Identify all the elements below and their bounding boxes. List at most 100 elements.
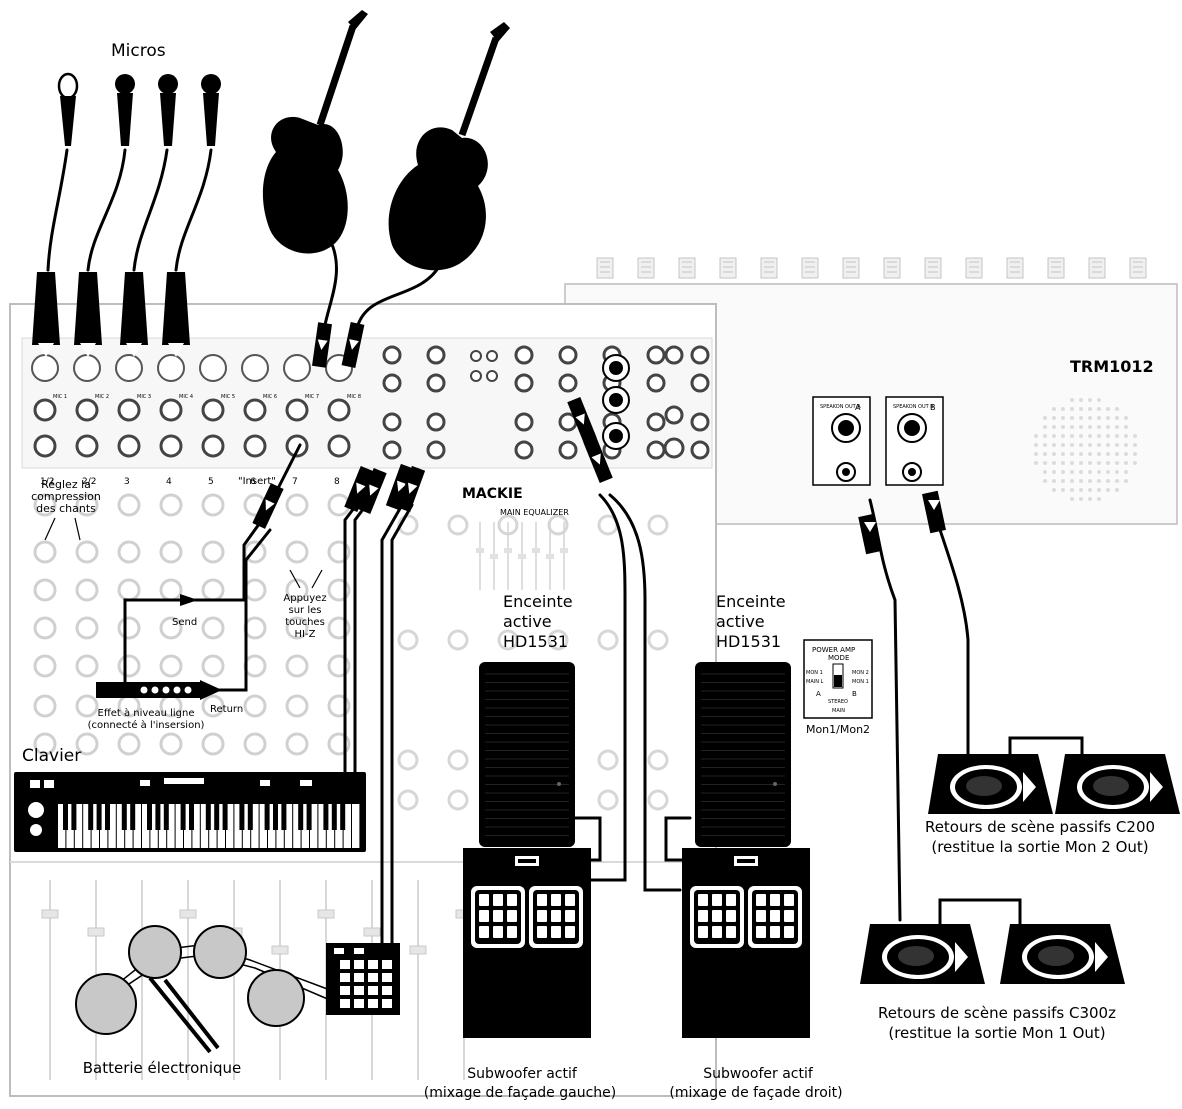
white-key — [293, 804, 301, 848]
channel-knob — [201, 493, 225, 517]
amp-knob — [719, 257, 737, 279]
drum-pad — [354, 999, 364, 1008]
amp-knob-row — [596, 257, 1147, 279]
channel-knob — [243, 654, 267, 678]
speaker-right-label: Enceinte — [716, 592, 786, 611]
xlr-plugs — [32, 272, 190, 357]
channel-knob — [117, 540, 141, 564]
channel-knob — [159, 493, 183, 517]
amp-vent-grille — [1034, 398, 1137, 501]
strip-number: 7 — [292, 477, 298, 487]
bus-knob — [597, 789, 619, 811]
insert-label: "Insert" — [238, 476, 276, 487]
channel-knob — [201, 732, 225, 756]
aux-jack — [426, 373, 446, 393]
send-arrow-icon — [180, 594, 198, 606]
bus-knob — [597, 749, 619, 771]
fader-cap — [87, 927, 105, 937]
aux-jack — [646, 412, 666, 432]
drum-pad — [354, 986, 364, 995]
channel-knob — [117, 578, 141, 602]
black-key — [298, 804, 304, 830]
jack-plug — [341, 322, 365, 368]
line-input-jack — [201, 398, 225, 422]
black-key — [180, 804, 186, 830]
mon-c300z-label: Retours de scène passifs C300z — [878, 1004, 1116, 1022]
mixer-brand-label: MACKIE — [462, 486, 523, 502]
black-key — [264, 804, 270, 830]
channel-knob — [285, 540, 309, 564]
strip-number: 2/2 — [82, 477, 96, 487]
keyboard-synth — [14, 772, 366, 852]
white-key — [234, 804, 242, 848]
white-key — [142, 804, 150, 848]
channel-knob — [201, 540, 225, 564]
diagram-labels: Micros Réglez la compression des chants … — [22, 41, 1155, 1101]
channel-knob — [285, 694, 309, 718]
svg-text:MAIN L: MAIN L — [806, 679, 824, 685]
drum-pad — [340, 973, 350, 982]
active-speaker — [695, 662, 791, 847]
channel-knob — [75, 493, 99, 517]
keyboard-label: Clavier — [22, 746, 81, 766]
aux-jack — [558, 440, 578, 460]
line-level-effect-unit — [96, 594, 222, 700]
hiz-label: sur les — [289, 605, 322, 616]
active-subwoofer — [682, 848, 810, 1038]
bus-knob — [397, 749, 419, 771]
amp-knob — [924, 257, 942, 279]
keyboard-keys — [58, 804, 360, 848]
amp-knob — [1006, 257, 1024, 279]
xlr-input-jack — [73, 354, 101, 382]
drum-pad — [354, 960, 364, 969]
black-key — [88, 804, 94, 830]
amp-knob — [842, 257, 860, 279]
channel-label: MIC 2 — [95, 394, 109, 400]
white-key — [125, 804, 133, 848]
drum-pad — [382, 986, 392, 995]
effect-label: (connecté à l'insersion) — [88, 719, 205, 731]
channel-knob — [117, 616, 141, 640]
active-subwoofers — [463, 848, 810, 1038]
aux-jack — [382, 345, 402, 365]
black-key — [121, 804, 127, 830]
monitor-wedge — [1000, 924, 1125, 984]
bus-knob — [397, 629, 419, 651]
insert-jack — [327, 434, 351, 458]
channel-label: MIC 8 — [347, 394, 361, 400]
white-key — [326, 804, 335, 848]
insert-jack — [201, 434, 225, 458]
svg-text:A: A — [855, 403, 861, 412]
channel-knob — [75, 654, 99, 678]
amp-knob — [1047, 257, 1065, 279]
black-key — [96, 804, 102, 830]
speaker-right-label: HD1531 — [716, 632, 781, 651]
black-key — [222, 804, 228, 830]
rca-jack — [470, 370, 482, 382]
microphones — [32, 72, 221, 357]
black-key — [247, 804, 253, 830]
xlr-input-jack — [199, 354, 227, 382]
black-key — [105, 804, 110, 830]
white-key — [259, 804, 267, 848]
mon-c200-label: Retours de scène passifs C200 — [925, 818, 1155, 836]
channel-label: MIC 4 — [179, 394, 193, 400]
channel-knob — [33, 540, 57, 564]
hiz-label: Appuyez — [283, 593, 326, 604]
strip-number: 6 — [250, 477, 256, 487]
channel-knob — [201, 694, 225, 718]
svg-text:POWER AMP: POWER AMP — [812, 646, 855, 654]
drum-pad — [382, 960, 392, 969]
channel-knob — [75, 540, 99, 564]
xlr-input-jack — [115, 354, 143, 382]
strip-number: 1/2 — [40, 477, 54, 487]
speakon-out-a: SPEAKON OUT A A — [812, 396, 871, 486]
black-key — [63, 804, 68, 830]
mon-c300z-label: (restitue la sortie Mon 1 Out) — [888, 1024, 1105, 1042]
phones-jack — [664, 345, 684, 365]
sub-right-label: (mixage de façade droit) — [669, 1085, 842, 1101]
black-key — [189, 804, 194, 830]
white-key — [108, 804, 116, 848]
mon-c200-label: (restitue la sortie Mon 2 Out) — [931, 838, 1148, 856]
aux-jack — [646, 440, 666, 460]
